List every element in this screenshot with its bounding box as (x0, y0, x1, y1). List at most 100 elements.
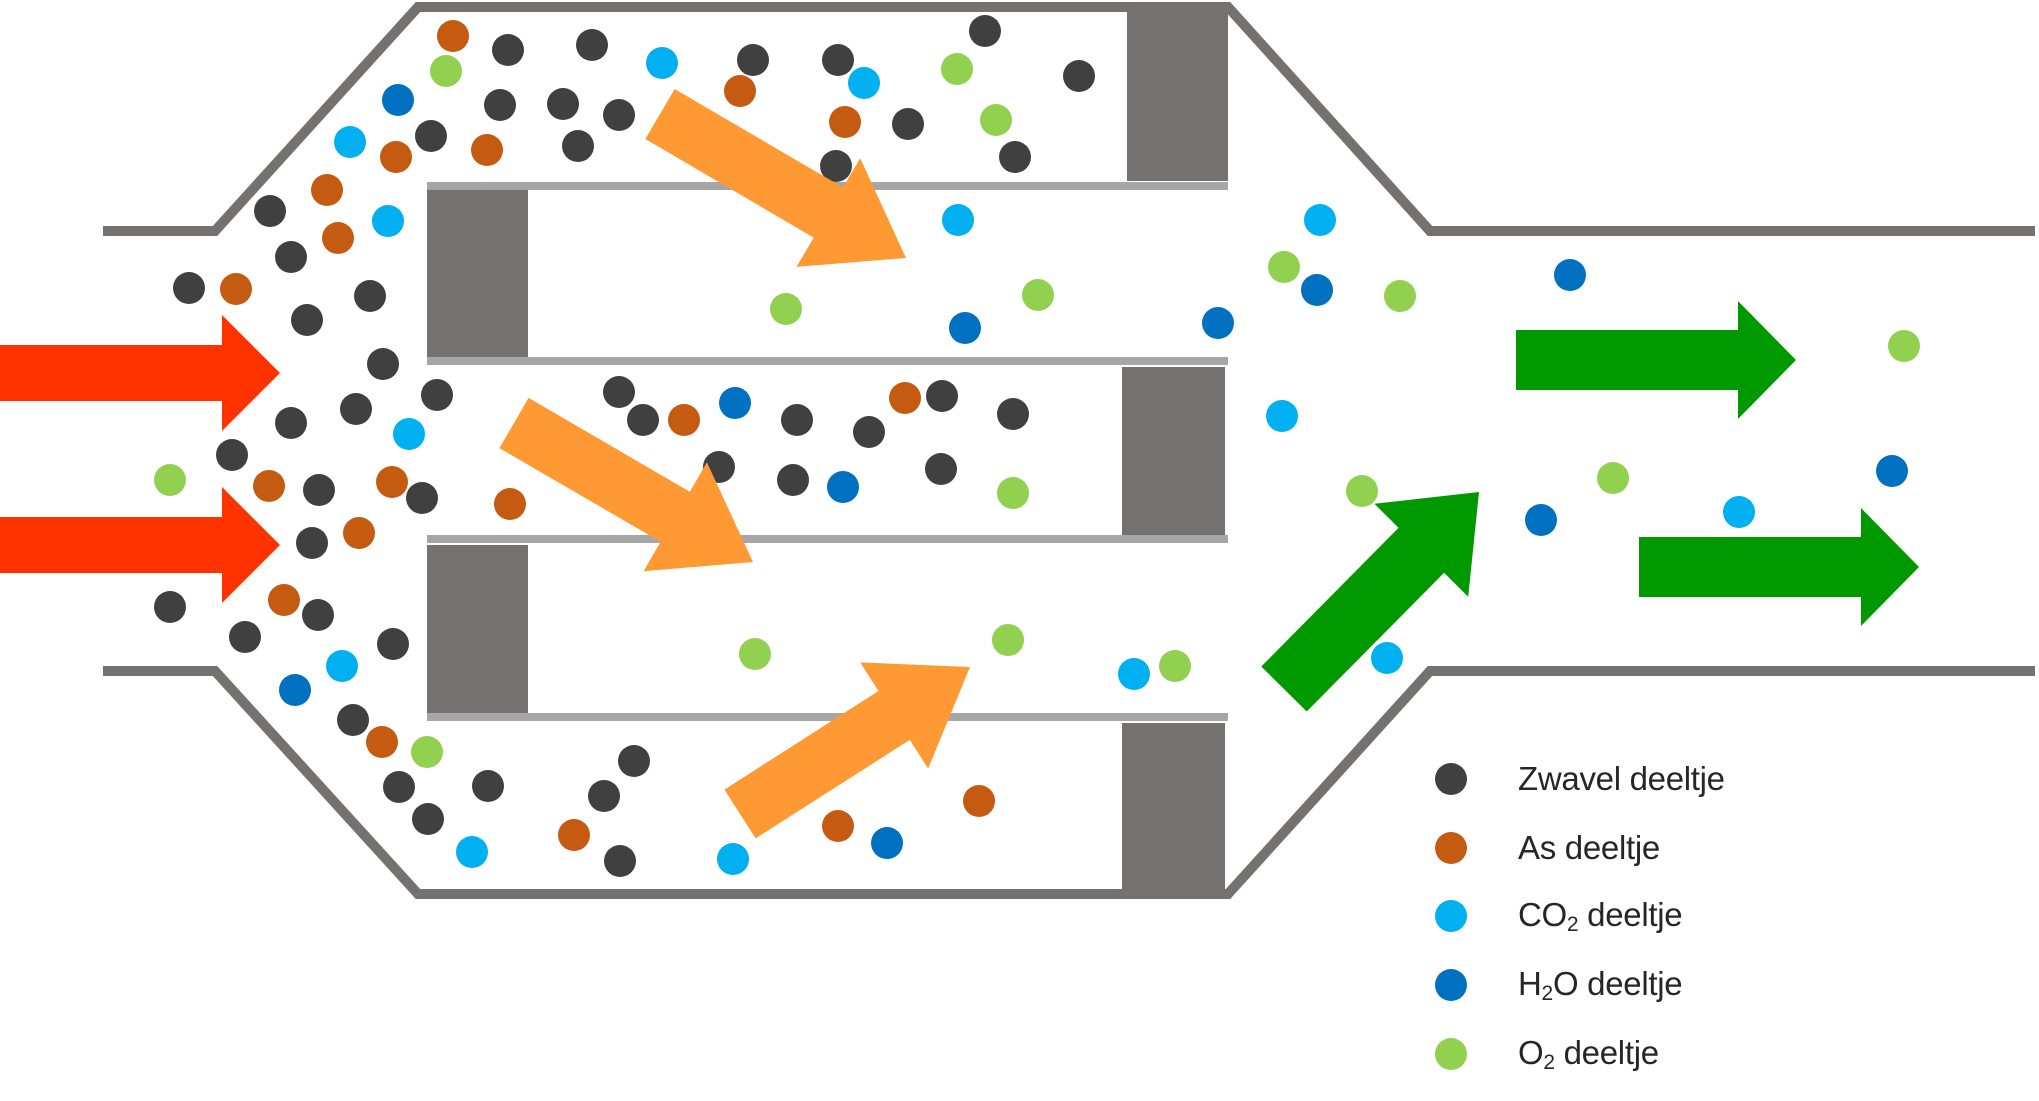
as-particle (889, 382, 921, 414)
co2-particle (334, 126, 366, 158)
legend-item-h2o: H2O deeltje (1435, 960, 1683, 1010)
h2o-particle (827, 471, 859, 503)
inflow-arrow (0, 487, 280, 603)
as-particle (253, 470, 285, 502)
as-particle (963, 785, 995, 817)
co2-particle (456, 836, 488, 868)
zwavel-particle (604, 845, 636, 877)
zwavel-particle (618, 745, 650, 777)
zwavel-particle (588, 780, 620, 812)
as-particle (366, 726, 398, 758)
as-particle (268, 584, 300, 616)
as-dot-icon (1435, 832, 1467, 864)
outflow-arrow (1639, 508, 1919, 626)
o2-particle (1159, 650, 1191, 682)
co2-particle (372, 205, 404, 237)
o2-particle (154, 464, 186, 496)
as-particle (558, 819, 590, 851)
co2-particle (1723, 496, 1755, 528)
zwavel-particle (472, 770, 504, 802)
zwavel-particle (296, 527, 328, 559)
zwavel-particle (367, 348, 399, 380)
zwavel-dot-icon (1435, 763, 1467, 795)
o2-particle (430, 55, 462, 87)
as-particle (437, 20, 469, 52)
filter-block (1122, 723, 1225, 894)
h2o-particle (1301, 274, 1333, 306)
o2-particle (1384, 280, 1416, 312)
filter-plate (427, 357, 1228, 365)
zwavel-particle (383, 771, 415, 803)
zwavel-particle (154, 591, 186, 623)
o2-particle (1597, 462, 1629, 494)
as-particle (343, 517, 375, 549)
h2o-particle (949, 312, 981, 344)
zwavel-particle (337, 704, 369, 736)
zwavel-particle (302, 599, 334, 631)
o2-particle (997, 477, 1029, 509)
zwavel-particle (562, 130, 594, 162)
o2-particle (1888, 330, 1920, 362)
flow-arrows (0, 89, 1919, 839)
zwavel-particle (492, 34, 524, 66)
legend-item-o2: O2 deeltje (1435, 1029, 1659, 1079)
zwavel-particle (997, 398, 1029, 430)
as-particle (724, 75, 756, 107)
o2-particle (1346, 475, 1378, 507)
filter-block (1127, 7, 1228, 181)
zwavel-particle (547, 88, 579, 120)
o2-particle (980, 104, 1012, 136)
zwavel-particle (173, 272, 205, 304)
as-particle (376, 466, 408, 498)
zwavel-particle (421, 379, 453, 411)
zwavel-particle (627, 404, 659, 436)
inflow-arrow (0, 315, 280, 431)
h2o-particle (1525, 504, 1557, 536)
co2-particle (646, 47, 678, 79)
co2-particle (1118, 658, 1150, 690)
zwavel-particle (926, 380, 958, 412)
h2o-particle (1876, 455, 1908, 487)
filter-plate (427, 713, 1228, 721)
h2o-particle (279, 674, 311, 706)
h2o-particle (1202, 307, 1234, 339)
zwavel-particle (406, 482, 438, 514)
legend-label-as: As deeltje (1518, 829, 1660, 866)
zwavel-particle (737, 44, 769, 76)
co2-particle (1304, 204, 1336, 236)
zwavel-particle (576, 29, 608, 61)
zwavel-particle (354, 280, 386, 312)
co2-particle (848, 67, 880, 99)
co2-particle (326, 650, 358, 682)
o2-particle (411, 736, 443, 768)
zwavel-particle (892, 108, 924, 140)
co2-particle (942, 204, 974, 236)
outflow-arrow (1516, 301, 1796, 419)
legend-item-zwavel: Zwavel deeltje (1435, 754, 1725, 804)
particles (154, 15, 1920, 877)
h2o-dot-icon (1435, 969, 1467, 1001)
zwavel-particle (603, 99, 635, 131)
h2o-particle (1554, 259, 1586, 291)
o2-particle (1268, 251, 1300, 283)
filter-plate (427, 535, 1228, 543)
h2o-particle (719, 387, 751, 419)
zwavel-particle (822, 44, 854, 76)
housing-top-outline (103, 2, 2035, 236)
filter-arrow (645, 89, 906, 267)
filter-block (1122, 367, 1225, 535)
as-particle (311, 174, 343, 206)
zwavel-particle (777, 464, 809, 496)
zwavel-particle (1063, 60, 1095, 92)
as-particle (471, 134, 503, 166)
outflow-arrow (1261, 492, 1479, 712)
co2-dot-icon (1435, 900, 1467, 932)
legend-label-zwavel: Zwavel deeltje (1518, 760, 1725, 797)
zwavel-particle (275, 241, 307, 273)
zwavel-particle (412, 803, 444, 835)
o2-dot-icon (1435, 1038, 1467, 1070)
legend-label-co2: CO2 deeltje (1518, 895, 1683, 936)
zwavel-particle (275, 407, 307, 439)
zwavel-particle (229, 621, 261, 653)
